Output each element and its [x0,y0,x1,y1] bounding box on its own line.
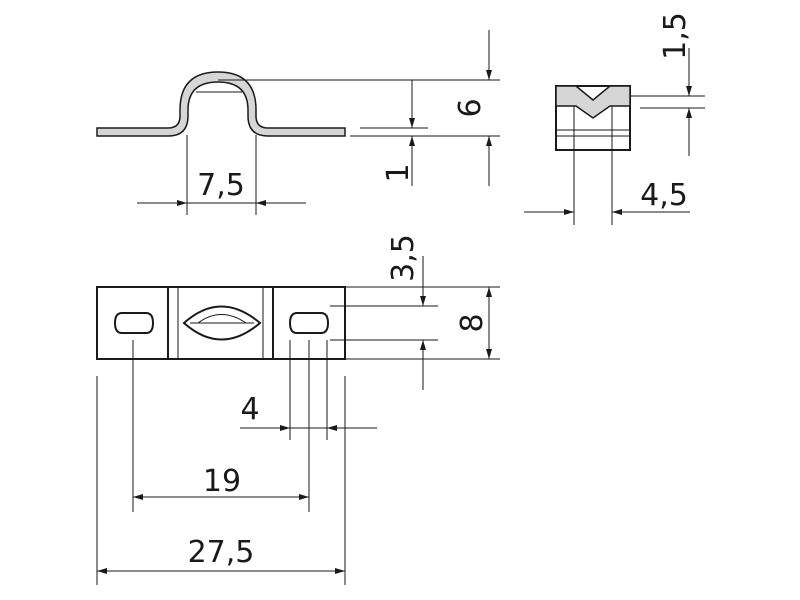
saddle-body [96,71,346,137]
dim-strip-width: 8 [455,313,490,332]
dim-hole-offset: 3,5 [386,234,421,282]
end-view: 1,5 4,5 [524,12,705,225]
side-view: 7,5 6 1 [96,30,500,215]
right-hole [288,312,330,334]
dim-thickness: 1 [381,163,416,182]
dim-saddle-width: 7,5 [197,168,245,203]
dim-hole-width: 4 [240,392,259,427]
dim-height: 6 [453,98,488,117]
dim-slot-depth: 1,5 [658,12,693,60]
center-emboss-inner [197,314,247,324]
dim-end-width: 4,5 [640,178,688,213]
dim-hole-spacing: 19 [203,464,241,499]
end-view-top [555,85,631,119]
dim-total-length: 27,5 [188,535,255,570]
top-view: 8 3,5 4 19 27,5 [96,234,500,585]
left-hole [113,312,155,334]
